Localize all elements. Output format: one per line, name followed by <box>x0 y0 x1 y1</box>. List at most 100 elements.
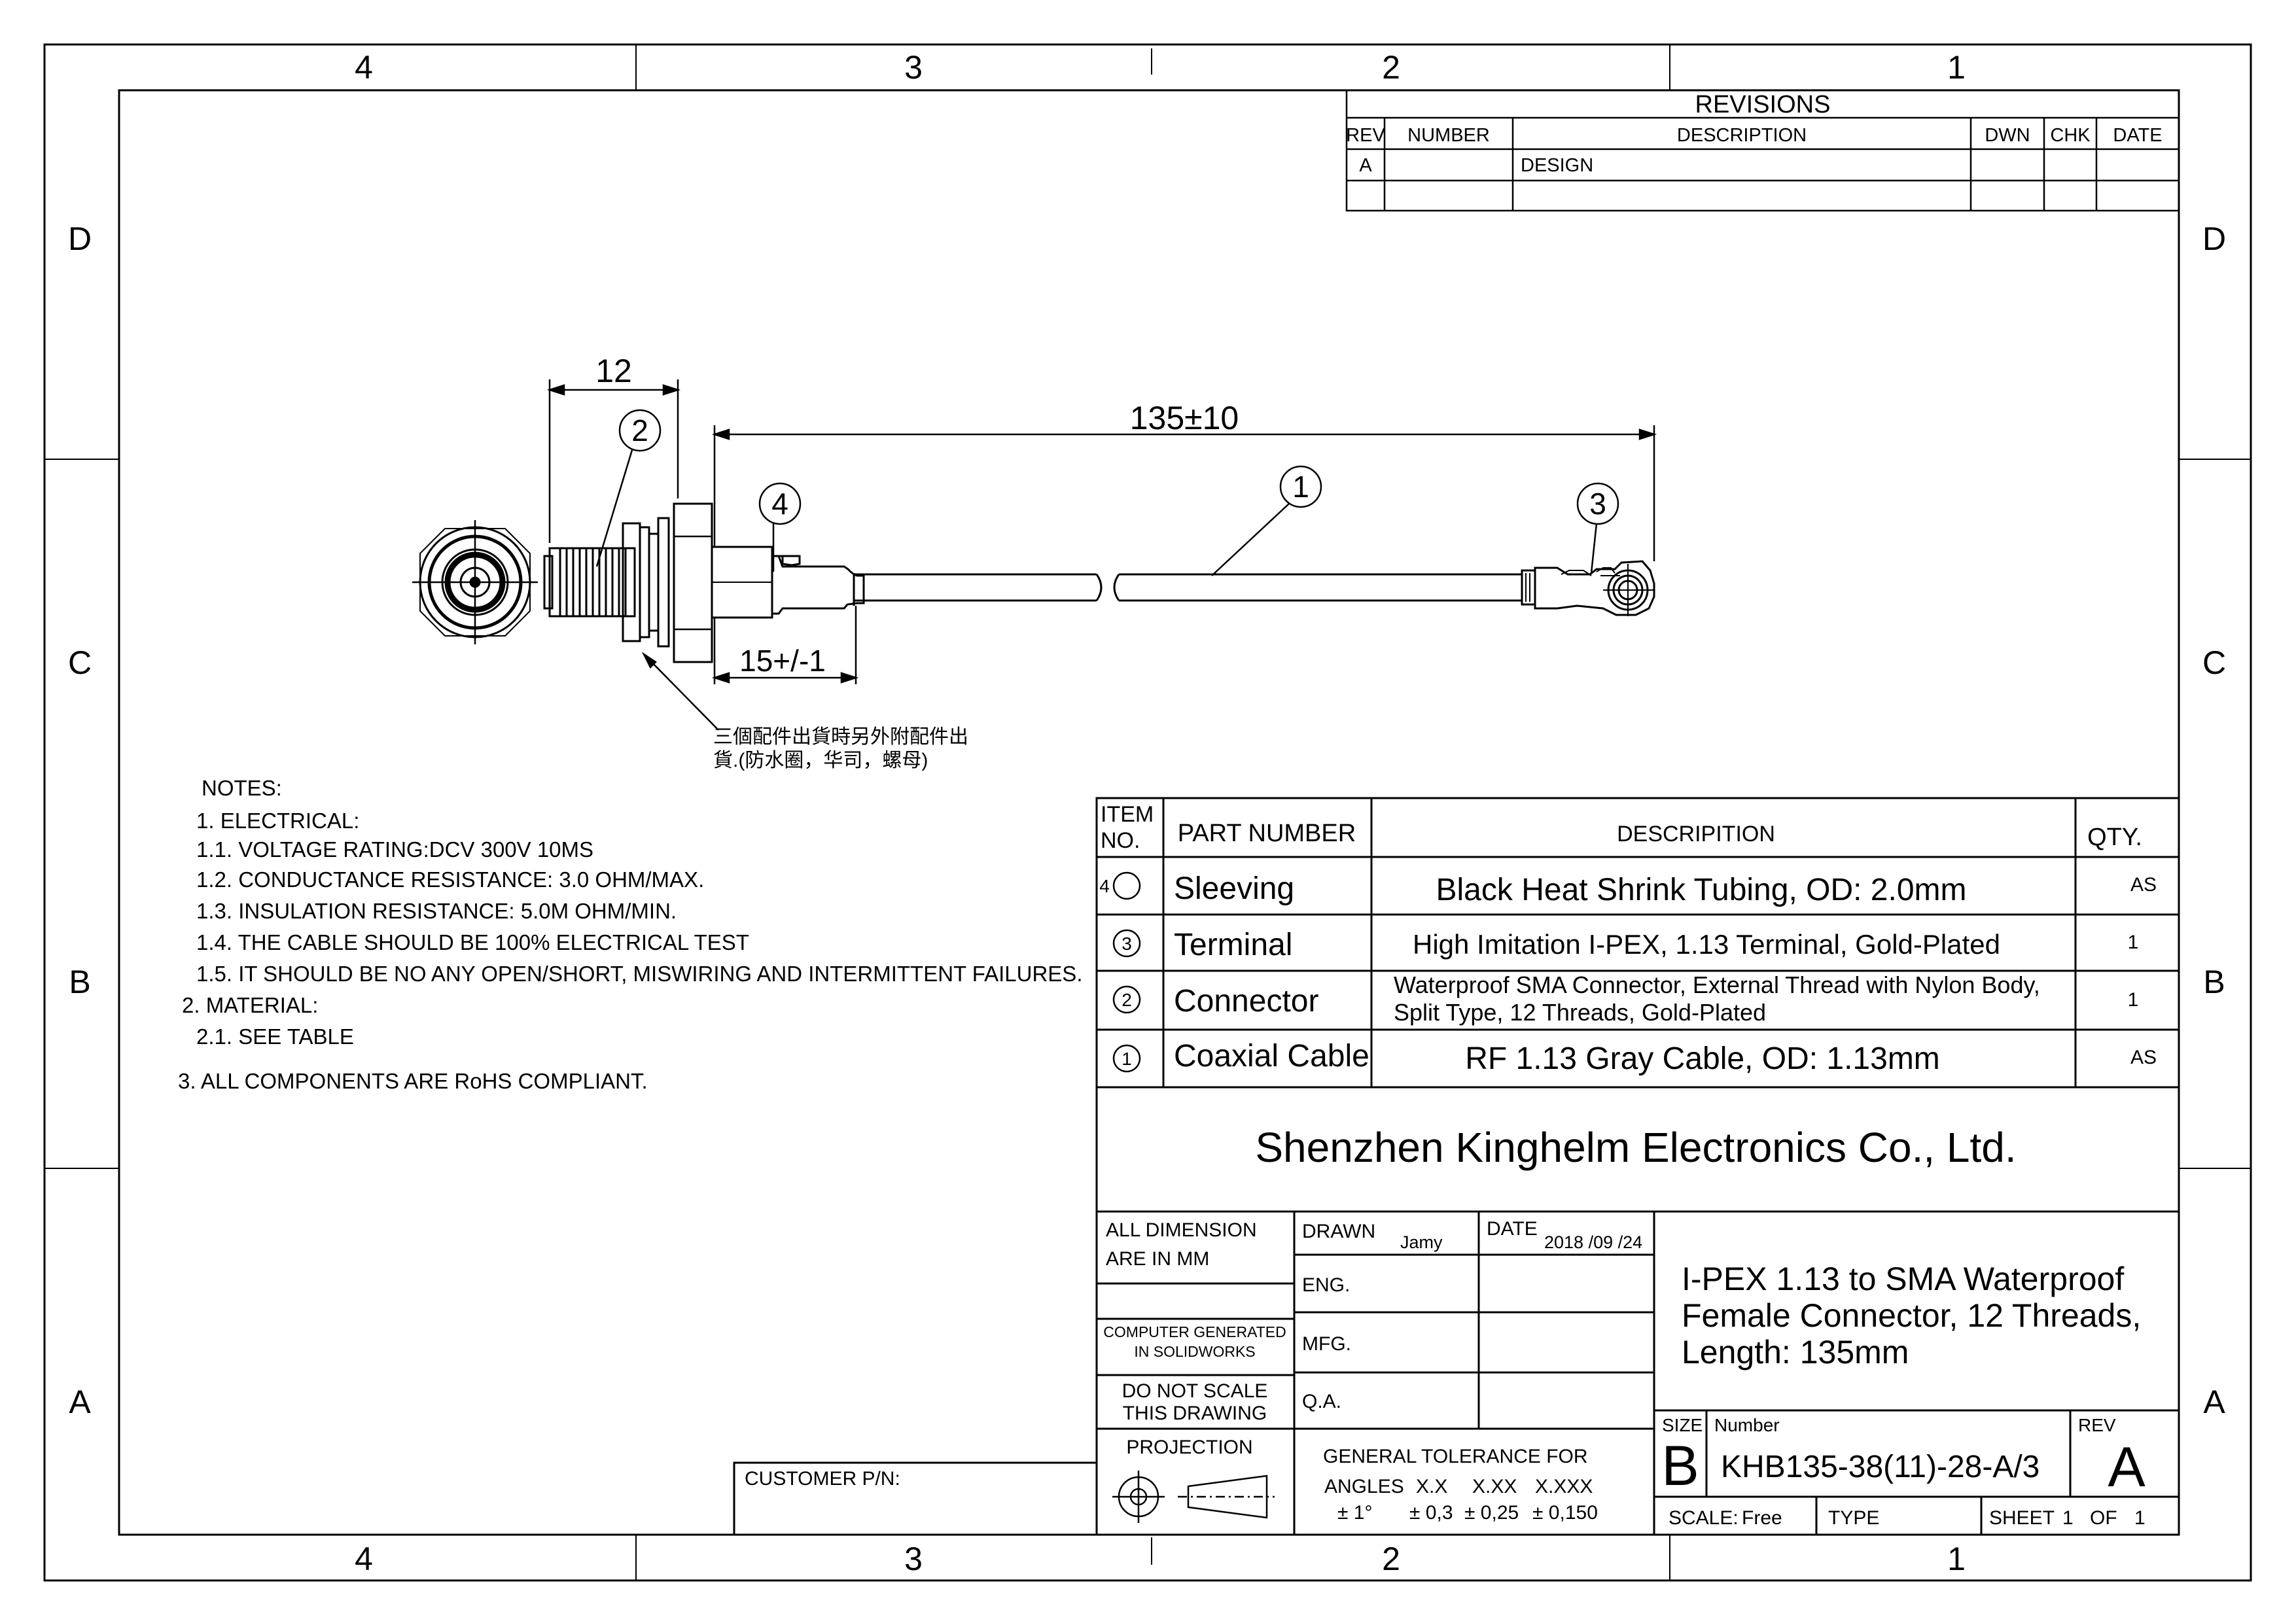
type-label: TYPE <box>1828 1507 1879 1529</box>
bom-header-item-no: NO. <box>1101 828 1140 853</box>
zone-col-label: 4 <box>355 49 373 86</box>
zone-row-label: B <box>69 964 90 1000</box>
rev-header: NUMBER <box>1407 125 1490 146</box>
date-label: DATE <box>1487 1218 1538 1240</box>
tolerance-xx-label: X.X <box>1416 1476 1447 1497</box>
revisions-table: REVISIONS REV NUMBER DESCRIPTION DWN CHK… <box>1345 89 2180 212</box>
bom-qty: 1 <box>2128 989 2139 1011</box>
tolerance-xx-value: ± 0,3 <box>1409 1502 1453 1524</box>
bom-item-number: 4 <box>1099 876 1110 896</box>
note-line: 1. ELECTRICAL: <box>196 809 359 833</box>
do-not-scale-label: DO NOT SCALE <box>1122 1380 1268 1402</box>
drawing-number: KHB135-38(11)-28-A/3 <box>1721 1450 2040 1484</box>
of-value: 1 <box>2134 1507 2146 1529</box>
tolerance-xxxx-value: ± 0,150 <box>1532 1502 1598 1524</box>
zone-col-label: 4 <box>355 1541 373 1577</box>
all-dimension-label-2: ARE IN MM <box>1106 1248 1209 1270</box>
dimension-length-label: 135±10 <box>1130 400 1239 436</box>
zone-col-label: 2 <box>1382 49 1400 86</box>
zone-col-label: 1 <box>1947 49 1966 86</box>
bom-header-qty: QTY. <box>2087 824 2142 851</box>
zone-row-label: A <box>2203 1384 2225 1420</box>
cable-assembly-drawing: 12 135±10 15+/-1 <box>412 353 1657 771</box>
title-block: ALL DIMENSION ARE IN MM DRAWN Jamy DATE … <box>733 1210 2180 1536</box>
dimension-135 <box>711 425 1657 561</box>
note-line: 1.1. VOLTAGE RATING:DCV 300V 10MS <box>196 837 593 862</box>
date-value: 2018 /09 /24 <box>1544 1232 1642 1252</box>
note-line: 3. ALL COMPONENTS ARE RoHS COMPLIANT. <box>178 1069 648 1093</box>
qa-label: Q.A. <box>1302 1391 1341 1412</box>
computer-generated-label: COMPUTER GENERATED <box>1103 1323 1286 1340</box>
bom-part-name: Coaxial Cable <box>1174 1039 1369 1073</box>
dimension-sleeve-label: 15+/-1 <box>739 644 826 678</box>
rev-header: DWN <box>1985 125 2030 146</box>
computer-generated-label-2: IN SOLIDWORKS <box>1134 1343 1255 1360</box>
rev-header: REV <box>1346 125 1385 146</box>
bom-table: ITEM NO. PART NUMBER DESCRIPITION QTY. 4… <box>1095 797 2180 1089</box>
drawn-label: DRAWN <box>1302 1221 1375 1242</box>
zone-row-label: A <box>69 1384 91 1420</box>
size-value: B <box>1661 1435 1699 1497</box>
bom-header-part: PART NUMBER <box>1178 820 1356 847</box>
dimension-thread-label: 12 <box>595 353 632 389</box>
balloon-number: 2 <box>631 413 648 447</box>
zone-labels: 4 3 2 1 4 3 2 1 D C B A D C B A <box>68 49 2226 1577</box>
zone-col-label: 3 <box>904 1541 923 1577</box>
eng-label: ENG. <box>1302 1274 1350 1296</box>
dimension-12 <box>546 379 681 543</box>
notes-block: NOTES: 1. ELECTRICAL: 1.1. VOLTAGE RATIN… <box>178 776 1082 1093</box>
zone-row-label: C <box>68 644 92 681</box>
sheet-label: SHEET <box>1989 1507 2055 1529</box>
tolerance-xxx-label: X.XX <box>1472 1476 1517 1497</box>
product-title-line3: Length: 135mm <box>1682 1334 1909 1370</box>
balloon-number: 1 <box>1292 470 1309 504</box>
rev-value: A <box>2108 1436 2146 1499</box>
rev-label: REV <box>2078 1415 2116 1435</box>
note-line: 2.1. SEE TABLE <box>196 1024 354 1049</box>
scale-value: Free <box>1742 1507 1782 1529</box>
scale-label: SCALE: <box>1669 1507 1739 1529</box>
projection-label: PROJECTION <box>1126 1437 1252 1458</box>
tolerance-title: GENERAL TOLERANCE FOR <box>1323 1446 1588 1467</box>
revisions-title: REVISIONS <box>1695 91 1831 118</box>
bom-part-name: Connector <box>1174 984 1318 1019</box>
rev-header: DATE <box>2113 125 2162 146</box>
bom-item-number: 2 <box>1122 990 1132 1010</box>
tolerance-xxx-value: ± 0,25 <box>1464 1502 1519 1524</box>
zone-row-label: B <box>2203 964 2225 1000</box>
bom-description: Black Heat Shrink Tubing, OD: 2.0mm <box>1436 873 1967 907</box>
zone-col-label: 1 <box>1947 1541 1966 1577</box>
zone-col-label: 3 <box>904 49 923 86</box>
bom-item-number: 1 <box>1122 1049 1132 1069</box>
number-label: Number <box>1714 1415 1780 1435</box>
accessory-note-line2: 貨.(防水圈，华司，螺母) <box>713 750 928 771</box>
bom-header-item: ITEM <box>1101 802 1154 827</box>
note-line: 1.5. IT SHOULD BE NO ANY OPEN/SHORT, MIS… <box>196 962 1082 986</box>
zone-row-label: C <box>2202 644 2226 681</box>
notes-title: NOTES: <box>202 776 282 800</box>
bom-header-description: DESCRIPITION <box>1617 822 1775 846</box>
zone-row-label: D <box>68 220 92 257</box>
balloon-leaders <box>595 409 1619 731</box>
coaxial-cable <box>854 573 1522 602</box>
company-block: Shenzhen Kinghelm Electronics Co., Ltd. <box>1095 1086 2180 1213</box>
rev-description: DESIGN <box>1521 155 1593 176</box>
bom-qty: AS <box>2130 874 2157 896</box>
all-dimension-label-1: ALL DIMENSION <box>1106 1219 1257 1241</box>
zone-row-label: D <box>2202 220 2226 257</box>
balloon-number: 4 <box>771 487 788 521</box>
customer-pn-label: CUSTOMER P/N: <box>745 1468 900 1490</box>
balloon-number: 3 <box>1589 487 1606 521</box>
accessory-note-line1: 三個配件出貨時另外附配件出 <box>713 726 968 748</box>
note-line: 2. MATERIAL: <box>182 993 318 1017</box>
connector-front-view <box>412 520 538 644</box>
third-angle-projection-icon <box>1112 1471 1275 1523</box>
bom-part-name: Terminal <box>1174 928 1292 962</box>
size-label: SIZE <box>1662 1415 1703 1435</box>
bom-description: RF 1.13 Gray Cable, OD: 1.13mm <box>1465 1041 1940 1076</box>
rev-value: A <box>1359 155 1372 176</box>
note-line: 1.2. CONDUCTANCE RESISTANCE: 3.0 OHM/MAX… <box>196 867 704 892</box>
of-label: OF <box>2090 1507 2117 1529</box>
rev-header: DESCRIPTION <box>1677 125 1807 146</box>
bom-qty: 1 <box>2128 932 2139 953</box>
